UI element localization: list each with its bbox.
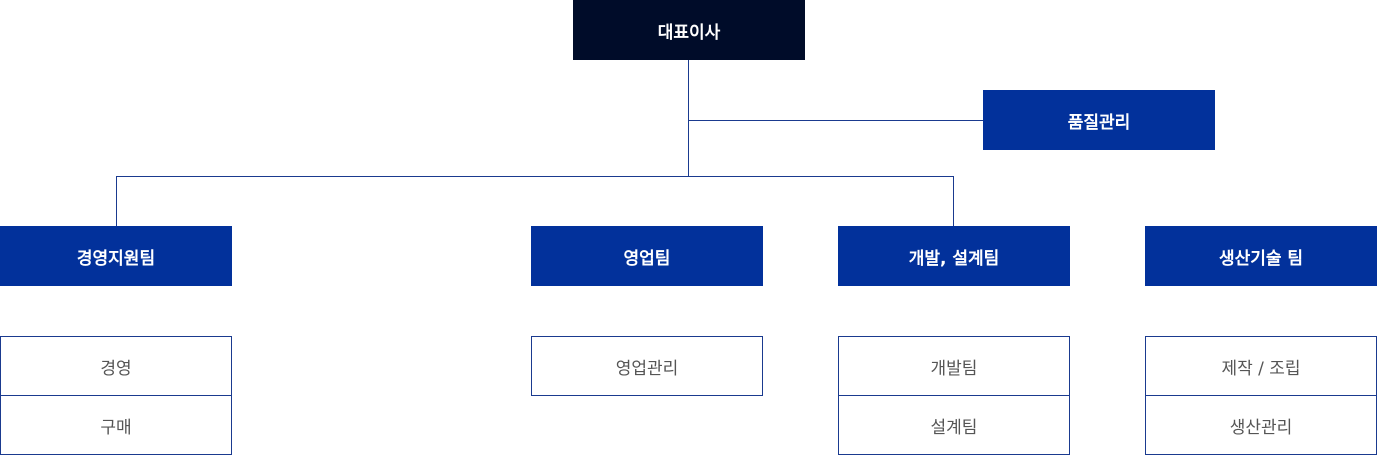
department-label: 개발, 설계팀: [909, 244, 1000, 269]
subunit-node: 경영: [0, 336, 232, 396]
department-bus-line: [116, 176, 954, 177]
subunit-label: 설계팀: [931, 413, 978, 438]
department-node: 생산기술 팀: [1145, 226, 1377, 286]
subunit-node: 영업관리: [531, 336, 763, 396]
quality-label: 품질관리: [1068, 108, 1131, 133]
department-node: 경영지원팀: [0, 226, 232, 286]
quality-branch-line: [688, 120, 984, 121]
ceo-node: 대표이사: [573, 0, 805, 60]
dept1-drop-line: [116, 176, 117, 226]
department-label: 영업팀: [624, 244, 671, 269]
subunit-label: 영업관리: [616, 354, 679, 379]
subunit-node: 제작 / 조립: [1145, 336, 1377, 396]
quality-node: 품질관리: [983, 90, 1215, 150]
department-label: 경영지원팀: [77, 244, 155, 269]
subunit-label: 경영: [100, 354, 131, 379]
subunit-label: 개발팀: [931, 354, 978, 379]
department-node: 영업팀: [531, 226, 763, 286]
subunit-node: 설계팀: [838, 395, 1070, 455]
department-node: 개발, 설계팀: [838, 226, 1070, 286]
ceo-label: 대표이사: [658, 18, 721, 43]
subunit-label: 구매: [100, 413, 131, 438]
subunit-label: 제작 / 조립: [1221, 354, 1300, 379]
subunit-label: 생산관리: [1230, 413, 1293, 438]
ceo-trunk-line: [688, 60, 689, 176]
subunit-node: 생산관리: [1145, 395, 1377, 455]
subunit-node: 개발팀: [838, 336, 1070, 396]
subunit-node: 구매: [0, 395, 232, 455]
department-label: 생산기술 팀: [1219, 244, 1303, 269]
dept3-drop-line: [953, 176, 954, 226]
